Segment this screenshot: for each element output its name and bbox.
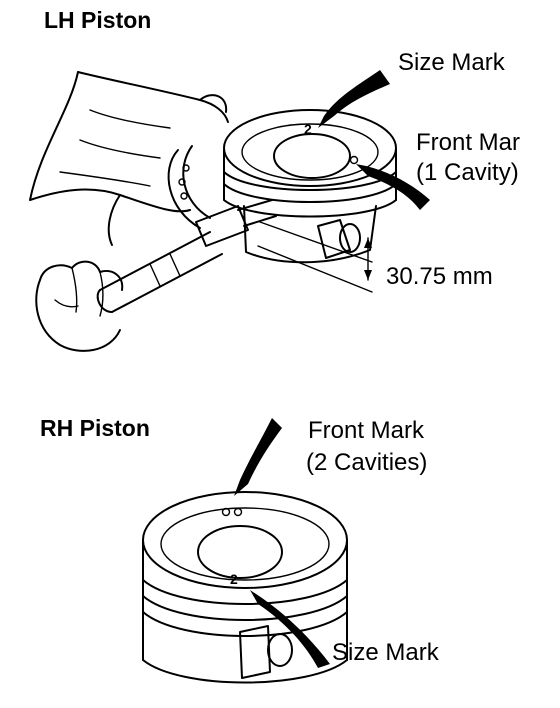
front-mark-cavity-2 — [233, 507, 243, 517]
rh-size-mark-symbol: 2 — [230, 571, 238, 587]
front-mark-cavity-1 — [221, 507, 231, 517]
size-mark-arrow — [318, 70, 390, 128]
lh-piston-title: LH Piston — [44, 7, 151, 33]
micrometer — [96, 145, 277, 313]
rh-piston-illustration: 2 — [142, 418, 348, 684]
rh-size-mark-arrow — [250, 590, 330, 668]
front-mark-cavity — [349, 155, 359, 165]
rh-piston-title: RH Piston — [40, 415, 150, 441]
rh-size-mark-label: Size Mark — [332, 639, 440, 666]
rh-front-mark-arrow — [234, 418, 282, 496]
lh-dimension — [257, 221, 373, 293]
lh-size-mark-symbol: 2 — [304, 121, 312, 137]
lh-front-mark-label: Front Mar — [416, 129, 520, 156]
front-mark-arrow — [356, 164, 430, 210]
lh-piston-illustration: 2 — [29, 70, 430, 352]
rh-front-mark-detail: (2 Cavities) — [306, 449, 427, 476]
lh-piston-body: 2 — [223, 109, 397, 264]
lh-dimension-label: 30.75 mm — [386, 263, 493, 290]
rh-front-mark-label: Front Mark — [308, 417, 425, 444]
lh-front-mark-detail: (1 Cavity) — [416, 159, 519, 186]
lh-size-mark-label: Size Mark — [398, 49, 506, 76]
hand-illustration — [29, 71, 229, 352]
